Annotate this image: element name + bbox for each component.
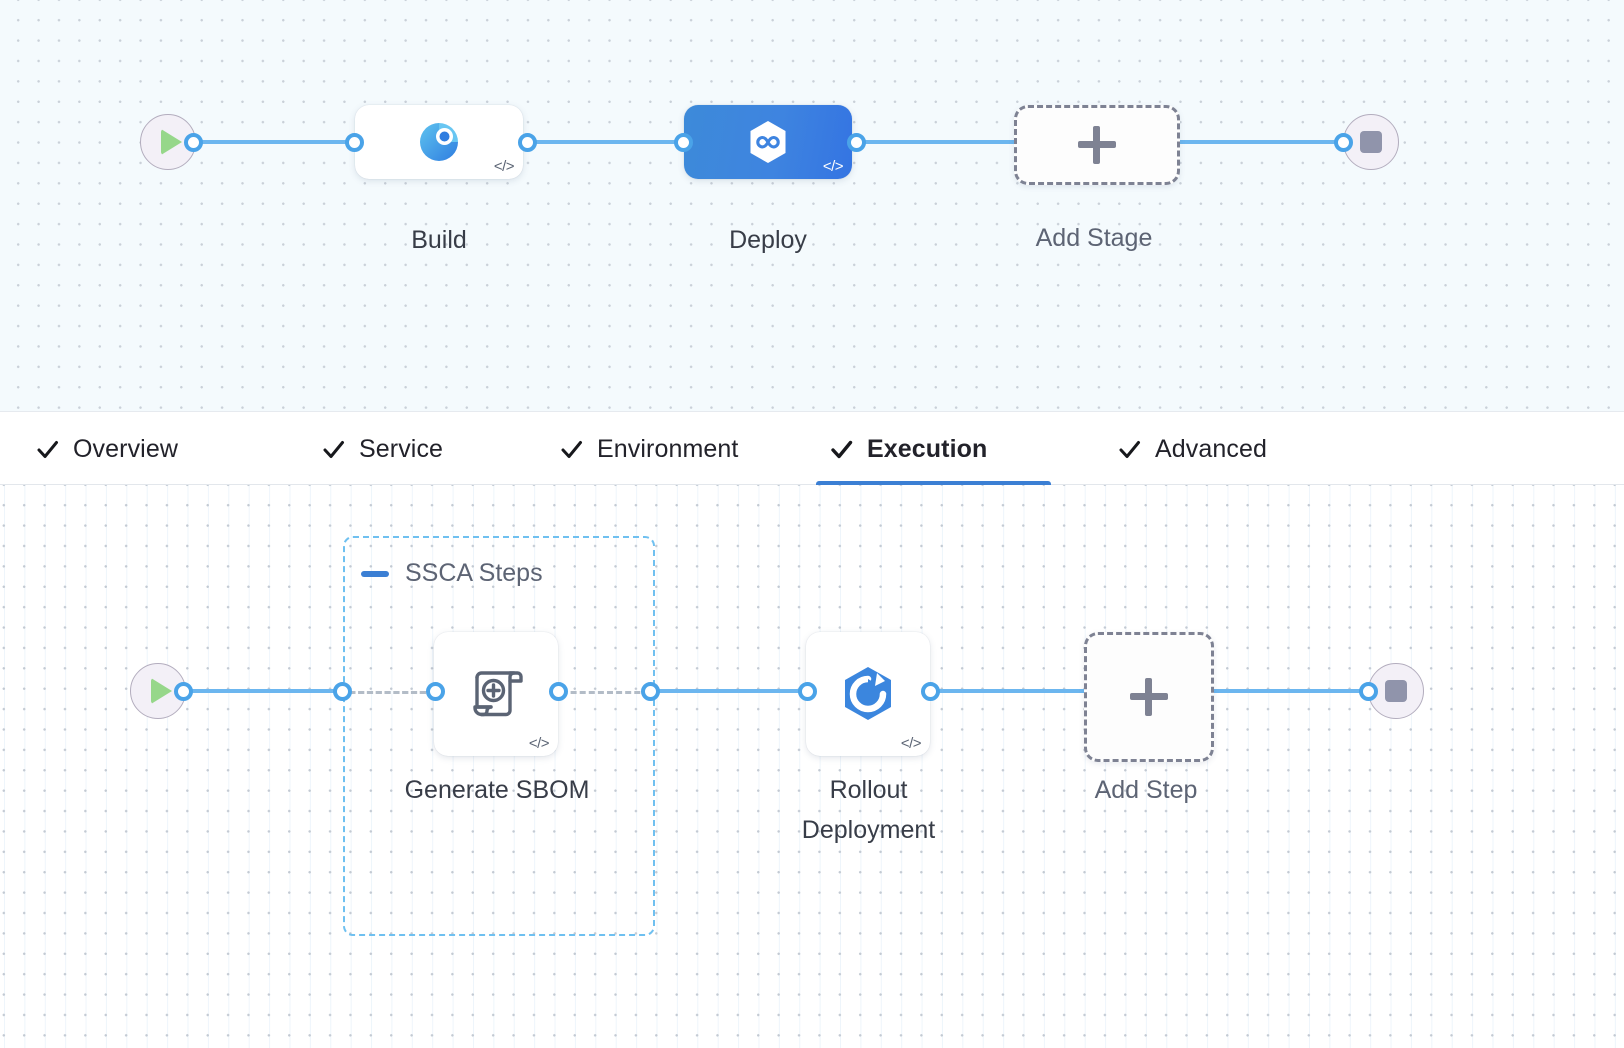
hexagon-rollout-icon [833,659,903,729]
stop-icon [1385,680,1407,702]
add-step-button[interactable] [1084,632,1214,762]
ssca-group-title: SSCA Steps [405,559,543,587]
tab-execution[interactable]: Execution [816,412,1051,486]
connector-start-to-group [175,689,350,693]
step-sbom-in-port[interactable] [426,682,445,701]
check-icon [322,438,345,461]
add-step-label: Add Step [1094,776,1198,804]
connector-addstep-to-end [1205,689,1380,693]
tab-label: Overview [73,434,178,463]
stage-card-deploy[interactable]: </> [684,105,852,179]
step-label-rollout-deployment: Rollout Deployment [801,776,936,844]
connector-rollout-to-addstep [930,689,1095,693]
ssca-group-header[interactable]: SSCA Steps [361,559,543,588]
stop-icon [1360,131,1382,153]
check-icon [1118,438,1141,461]
tab-advanced[interactable]: Advanced [1104,412,1319,486]
check-icon [36,438,59,461]
minus-icon[interactable] [361,570,389,577]
execution-steps-canvas[interactable]: SSCA Steps [0,485,1624,1048]
tab-label: Environment [597,434,739,463]
tab-service[interactable]: Service [308,412,478,486]
stage-start-port[interactable] [184,133,203,152]
add-stage-label: Add Stage [1035,224,1153,252]
stage-canvas[interactable]: </> Build </> Deploy Add Stage [0,0,1624,411]
connector-build-to-deploy [512,140,702,144]
stage-build-in-port[interactable] [345,133,364,152]
connector-sbom-to-group-out [560,691,655,694]
check-icon [830,438,853,461]
ssca-steps-group[interactable] [343,536,655,936]
stage-end-port[interactable] [1334,133,1353,152]
connector-deploy-to-addstage [838,140,1038,144]
plus-icon [1130,678,1168,716]
step-start-port[interactable] [174,682,193,701]
stage-build-out-port[interactable] [518,133,537,152]
step-sbom-out-port[interactable] [549,682,568,701]
step-card-rollout-deployment[interactable]: </> [806,632,930,756]
ssca-group-out-port[interactable] [641,682,660,701]
play-icon [161,129,182,155]
connector-addstage-to-end [1160,140,1375,144]
stage-card-build[interactable]: </> [355,105,523,179]
stage-label-build: Build [411,226,467,254]
code-view-icon[interactable]: </> [900,735,922,752]
scroll-plus-icon [461,659,531,729]
code-view-icon[interactable]: </> [493,158,515,175]
add-stage-button[interactable] [1014,105,1180,185]
step-rollout-in-port[interactable] [798,682,817,701]
tab-overview[interactable]: Overview [22,412,222,486]
stage-deploy-in-port[interactable] [674,133,693,152]
step-end-port[interactable] [1359,682,1378,701]
check-icon [560,438,583,461]
connector-group-to-rollout [650,689,822,693]
connector-group-in-to-sbom [348,691,440,694]
code-view-icon[interactable]: </> [822,158,844,175]
harness-hexagon-infinity-icon [742,116,794,168]
step-label-generate-sbom: Generate SBOM [404,776,590,804]
step-card-generate-sbom[interactable]: </> [434,632,558,756]
connector-start-to-build [185,140,365,144]
tab-label: Service [359,434,444,463]
code-view-icon[interactable]: </> [528,735,550,752]
build-pie-icon [415,118,463,166]
plus-icon [1078,126,1116,164]
stage-tabbar: Overview Service Environment Execution A [0,411,1624,486]
tab-environment[interactable]: Environment [546,412,786,486]
stage-label-deploy: Deploy [729,226,807,254]
ssca-group-in-port[interactable] [333,682,352,701]
step-rollout-out-port[interactable] [921,682,940,701]
tab-label: Advanced [1155,434,1267,463]
play-icon [151,678,172,704]
stage-deploy-out-port[interactable] [847,133,866,152]
tab-label: Execution [867,434,988,463]
